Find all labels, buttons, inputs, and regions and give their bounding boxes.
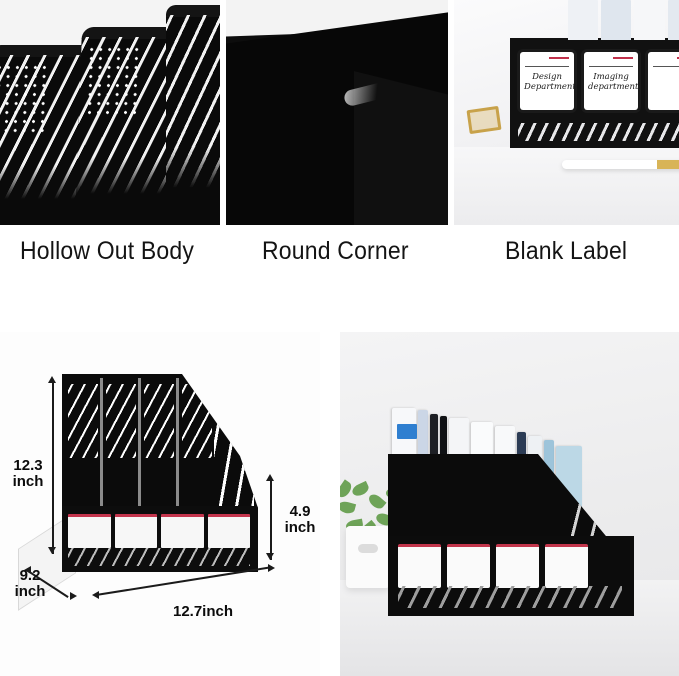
feature-image-blank-label: Design Department Imaging department <box>454 0 679 225</box>
label-card: Design Department <box>520 52 576 110</box>
binder-label-tag <box>397 424 417 439</box>
base-ventilation-pattern <box>518 123 679 141</box>
label-card-header <box>525 57 569 65</box>
label-card <box>68 514 111 548</box>
plant-pot <box>346 526 390 588</box>
label-card <box>207 514 250 548</box>
dimension-depth-label: 9.2 inch <box>14 567 46 600</box>
organizer-tray <box>166 5 220 225</box>
label-card <box>447 544 490 588</box>
label-card-rule <box>525 66 569 67</box>
label-card-header <box>653 57 679 65</box>
perforation-pattern <box>182 384 212 458</box>
compartment-divider <box>138 378 141 530</box>
organizer-dimension-view <box>18 374 258 611</box>
tray-lip <box>0 45 94 57</box>
binder <box>601 0 632 40</box>
label-card-rule <box>589 66 633 67</box>
tray-lip <box>166 5 220 17</box>
caption-round-corner: Round Corner <box>262 237 409 265</box>
label-card <box>398 544 441 588</box>
organizer-base <box>62 506 258 572</box>
arrow-right-icon <box>268 564 275 572</box>
desk-surface <box>454 147 679 225</box>
bottom-panel-row: 12.3 inch 9.2 inch 12.7inch 4.9 inch <box>0 332 679 676</box>
compartment-divider <box>176 378 179 524</box>
perforation-pattern <box>106 384 136 458</box>
lifestyle-photo-panel <box>340 332 679 676</box>
arrow-left-icon <box>92 591 99 599</box>
organizer-body <box>62 374 258 572</box>
label-card-row <box>68 514 250 548</box>
base-height-dimension-line <box>270 480 272 560</box>
arrow-down-icon <box>47 547 56 554</box>
label-card-header <box>589 57 633 65</box>
label-card-text: Imaging department <box>588 72 639 92</box>
arrow-up-icon <box>265 474 274 481</box>
pen <box>562 160 679 169</box>
label-card: Imaging department <box>584 52 638 110</box>
pot-handle <box>358 544 378 553</box>
caption-hollow-out-body: Hollow Out Body <box>20 237 195 265</box>
label-card <box>161 514 204 548</box>
label-card <box>648 52 679 110</box>
organizer-base <box>388 536 634 616</box>
dimension-height-label: 12.3 inch <box>12 457 44 490</box>
base-ventilation-pattern <box>398 586 622 608</box>
label-card <box>496 544 539 588</box>
label-card-text: Design Department <box>524 72 576 92</box>
organizer-front: Design Department Imaging department <box>510 0 679 148</box>
feature-image-hollow-out-body <box>0 0 220 225</box>
binder <box>667 0 679 40</box>
binder-clip <box>466 105 502 135</box>
arrow-up-icon <box>47 376 56 383</box>
arrow-right-icon <box>70 592 77 600</box>
dimension-diagram-panel: 12.3 inch 9.2 inch 12.7inch 4.9 inch <box>0 332 320 676</box>
arrow-left-icon <box>24 566 31 574</box>
height-dimension-line <box>52 382 54 554</box>
label-card <box>114 514 157 548</box>
binder-row <box>568 0 679 40</box>
compartment-divider <box>100 378 103 524</box>
feature-image-round-corner <box>226 0 448 225</box>
caption-blank-label: Blank Label <box>505 237 628 265</box>
arrow-down-icon <box>265 553 274 560</box>
binder <box>634 0 665 40</box>
label-card-rule <box>653 66 679 67</box>
label-card <box>545 544 588 588</box>
base-ventilation-pattern <box>68 548 250 566</box>
dimension-base-height-label: 4.9 inch <box>284 503 316 536</box>
feature-panel-row: Design Department Imaging department <box>0 0 679 225</box>
binder <box>568 0 599 40</box>
feature-caption-row: Hollow Out Body Round Corner Blank Label <box>0 225 679 320</box>
perforation-pattern <box>68 384 98 458</box>
perforation-pattern <box>144 384 174 458</box>
label-card-row <box>398 544 588 588</box>
dimension-width-label: 12.7inch <box>172 603 234 620</box>
